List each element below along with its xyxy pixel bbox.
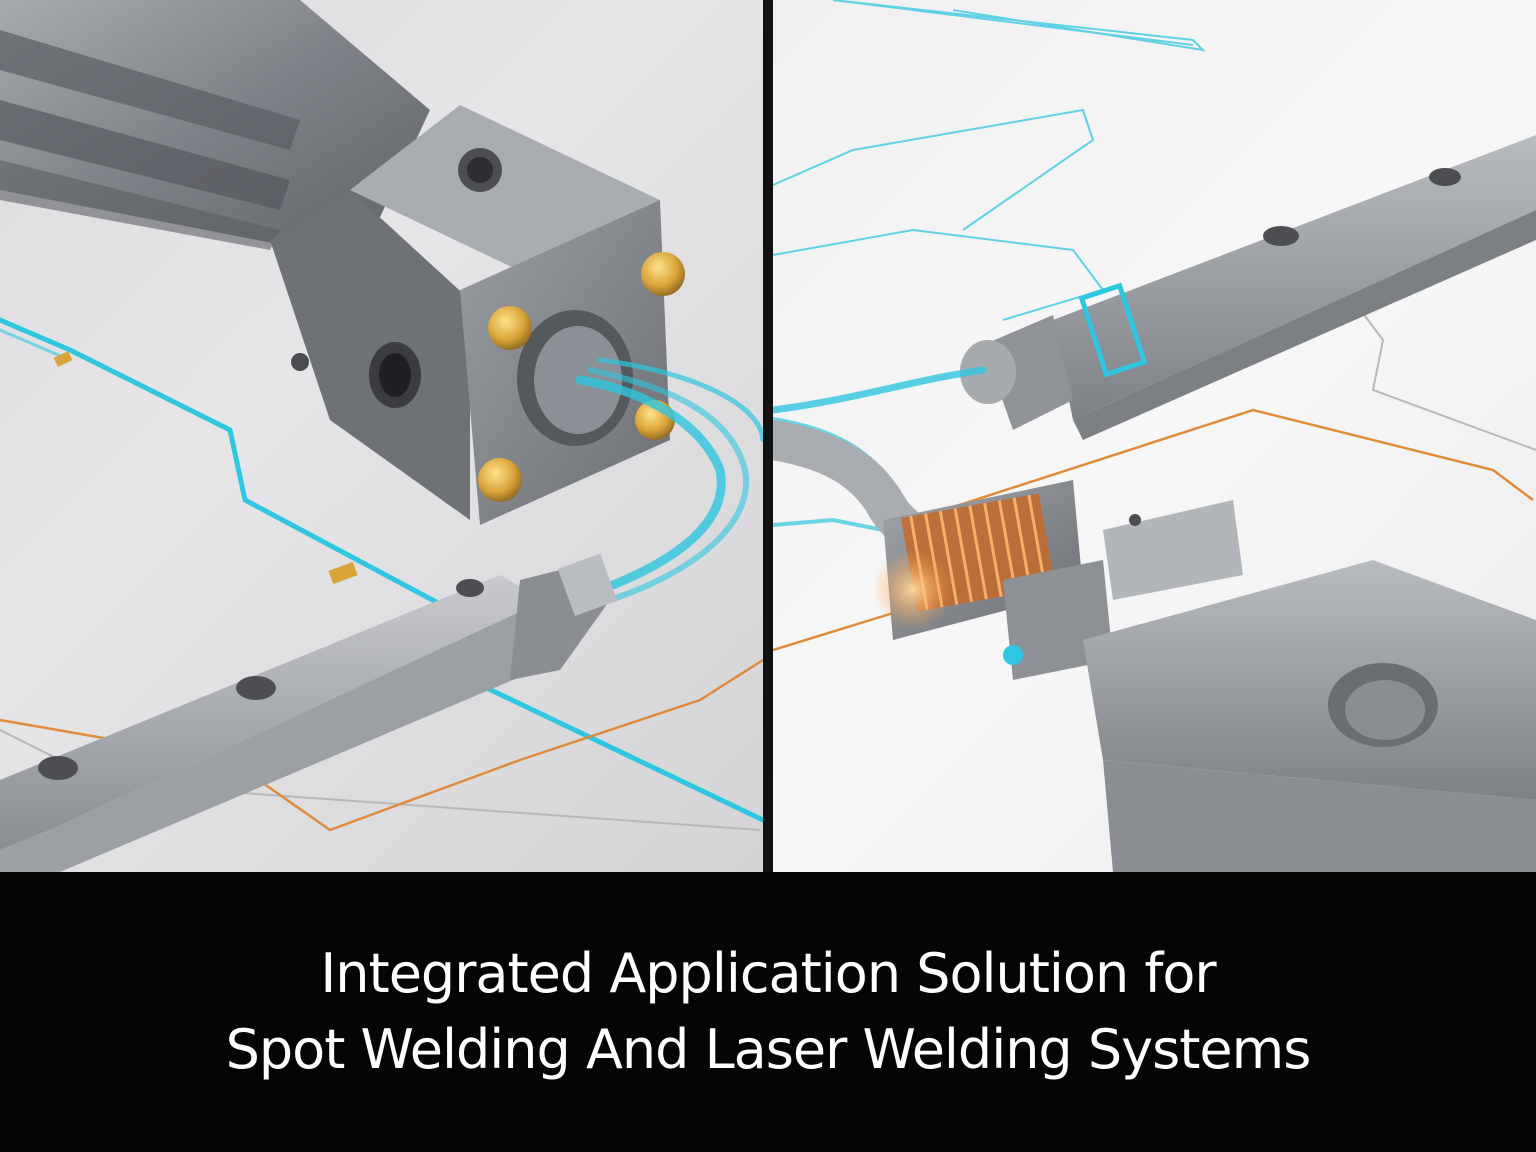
laser-glow bbox=[873, 550, 953, 630]
caption-line-2: Spot Welding And Laser Welding Systems bbox=[225, 1018, 1312, 1081]
laser-welding-scene bbox=[773, 0, 1536, 872]
laser-welding-illustration bbox=[773, 0, 1536, 872]
gold-marker bbox=[53, 351, 73, 367]
cyan-circuit-traces bbox=[773, 0, 1206, 321]
panel-divider bbox=[763, 0, 773, 872]
caption-band: Integrated Application Solution for Spot… bbox=[0, 872, 1536, 1152]
upper-linear-rail bbox=[1053, 135, 1536, 420]
cyan-indicator bbox=[1003, 645, 1023, 665]
actuator-head-side bbox=[270, 190, 470, 520]
caption-line-1: Integrated Application Solution for bbox=[320, 942, 1216, 1005]
spot-welding-scene bbox=[0, 0, 763, 872]
laser-nozzle bbox=[960, 315, 1073, 430]
brass-bolt bbox=[641, 252, 685, 296]
lower-linear-rail bbox=[1083, 560, 1536, 800]
spot-welding-illustration bbox=[0, 0, 763, 872]
linear-rail bbox=[0, 575, 545, 850]
